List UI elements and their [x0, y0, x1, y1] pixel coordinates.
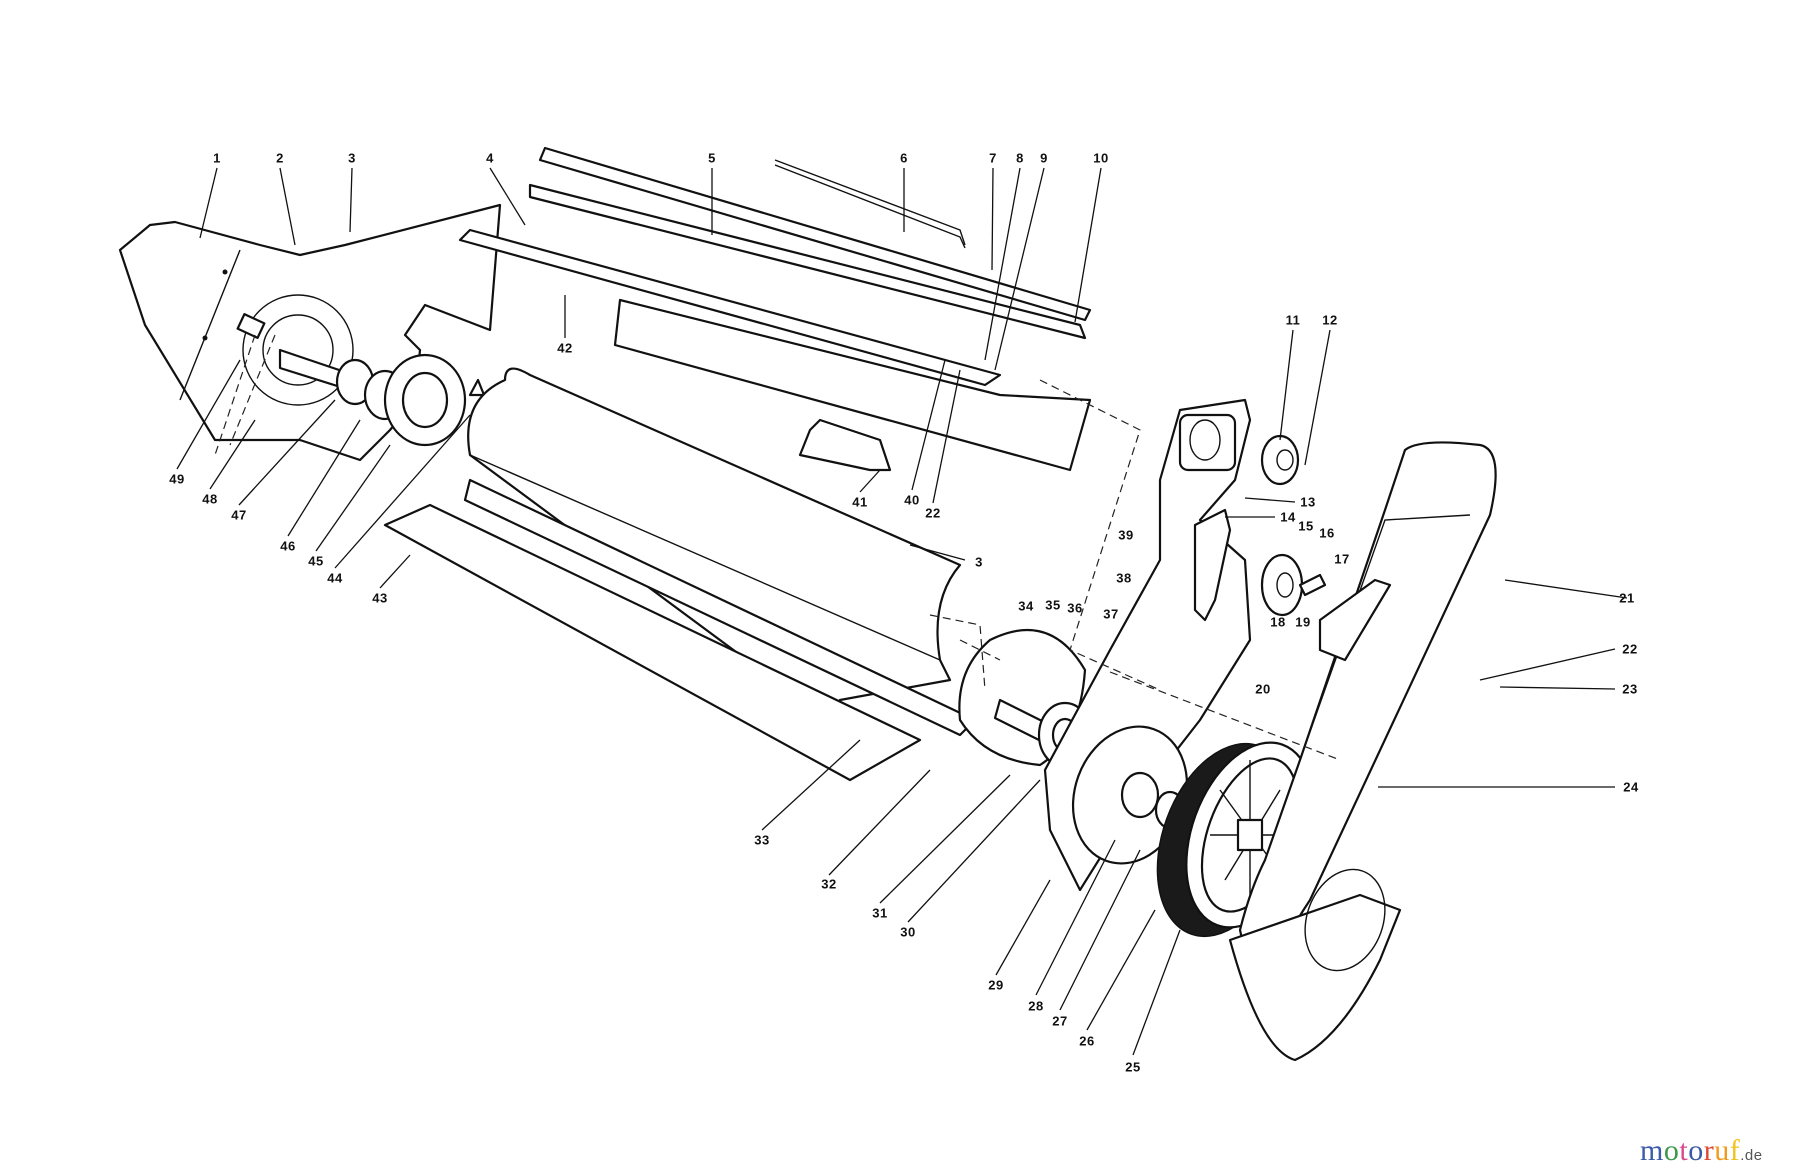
part-label-27: 27	[1052, 1013, 1068, 1029]
part-label-22: 22	[925, 505, 941, 521]
part-label-2: 2	[276, 150, 284, 166]
scraper-bars	[383, 478, 977, 782]
part-label-26: 26	[1079, 1033, 1095, 1049]
part-label-35: 35	[1045, 597, 1061, 613]
leader-lines	[176, 167, 1628, 1056]
part-label-22: 22	[1622, 641, 1638, 657]
part-label-12: 12	[1322, 312, 1338, 328]
watermark-letter: r	[1703, 1134, 1715, 1167]
part-label-6: 6	[900, 150, 908, 166]
watermark-letter: f	[1729, 1134, 1741, 1167]
watermark-letter: u	[1714, 1134, 1730, 1167]
left-shaft-assembly	[236, 313, 486, 447]
part-label-8: 8	[1016, 150, 1024, 166]
part-label-17: 17	[1334, 551, 1350, 567]
chute-rod	[774, 164, 966, 249]
watermark-logo-text: motoruf	[1640, 1134, 1740, 1168]
part-label-33: 33	[754, 832, 770, 848]
part-label-34: 34	[1018, 598, 1034, 614]
part-label-13: 13	[1300, 494, 1316, 510]
part-label-16: 16	[1319, 525, 1335, 541]
part-label-46: 46	[280, 538, 296, 554]
part-label-9: 9	[1040, 150, 1048, 166]
watermark-letter: t	[1679, 1134, 1689, 1167]
part-label-19: 19	[1295, 614, 1311, 630]
belt-cover	[1228, 441, 1497, 1062]
auger-housing	[467, 367, 962, 742]
part-label-30: 30	[900, 924, 916, 940]
idler-pulleys	[1193, 434, 1327, 622]
part-label-47: 47	[231, 507, 247, 523]
part-label-11: 11	[1285, 312, 1301, 328]
part-label-4: 4	[486, 150, 494, 166]
part-label-25: 25	[1125, 1059, 1141, 1075]
part-label-10: 10	[1093, 150, 1109, 166]
top-rails	[458, 146, 1092, 387]
part-label-48: 48	[202, 491, 218, 507]
part-label-49: 49	[169, 471, 185, 487]
part-label-29: 29	[988, 977, 1004, 993]
part-label-43: 43	[372, 590, 388, 606]
part-label-42: 42	[557, 340, 573, 356]
part-label-21: 21	[1619, 590, 1635, 606]
assembly-lines	[214, 334, 1341, 761]
part-label-7: 7	[989, 150, 997, 166]
part-label-36: 36	[1067, 600, 1083, 616]
part-label-3: 3	[975, 554, 983, 570]
part-label-24: 24	[1623, 779, 1639, 795]
deflector-plate	[613, 298, 1092, 472]
part-label-41: 41	[852, 494, 868, 510]
motoruf-watermark: motoruf.de	[1640, 1134, 1763, 1168]
part-label-14: 14	[1280, 509, 1296, 525]
part-label-44: 44	[327, 570, 343, 586]
watermark-letter: m	[1640, 1134, 1664, 1167]
part-label-45: 45	[308, 553, 324, 569]
part-label-38: 38	[1116, 570, 1132, 586]
part-label-37: 37	[1103, 606, 1119, 622]
watermark-letter: o	[1663, 1134, 1680, 1167]
part-label-15: 15	[1298, 518, 1314, 534]
part-label-40: 40	[904, 492, 920, 508]
part-label-23: 23	[1622, 681, 1638, 697]
part-label-5: 5	[708, 150, 716, 166]
part-label-31: 31	[872, 905, 888, 921]
part-label-20: 20	[1255, 681, 1271, 697]
part-label-1: 1	[213, 150, 221, 166]
part-label-28: 28	[1028, 998, 1044, 1014]
watermark-tld: .de	[1740, 1147, 1763, 1164]
part-label-32: 32	[821, 876, 837, 892]
watermark-letter: o	[1688, 1134, 1704, 1167]
part-label-18: 18	[1270, 614, 1286, 630]
part-label-39: 39	[1118, 527, 1134, 543]
part-label-3: 3	[348, 150, 356, 166]
